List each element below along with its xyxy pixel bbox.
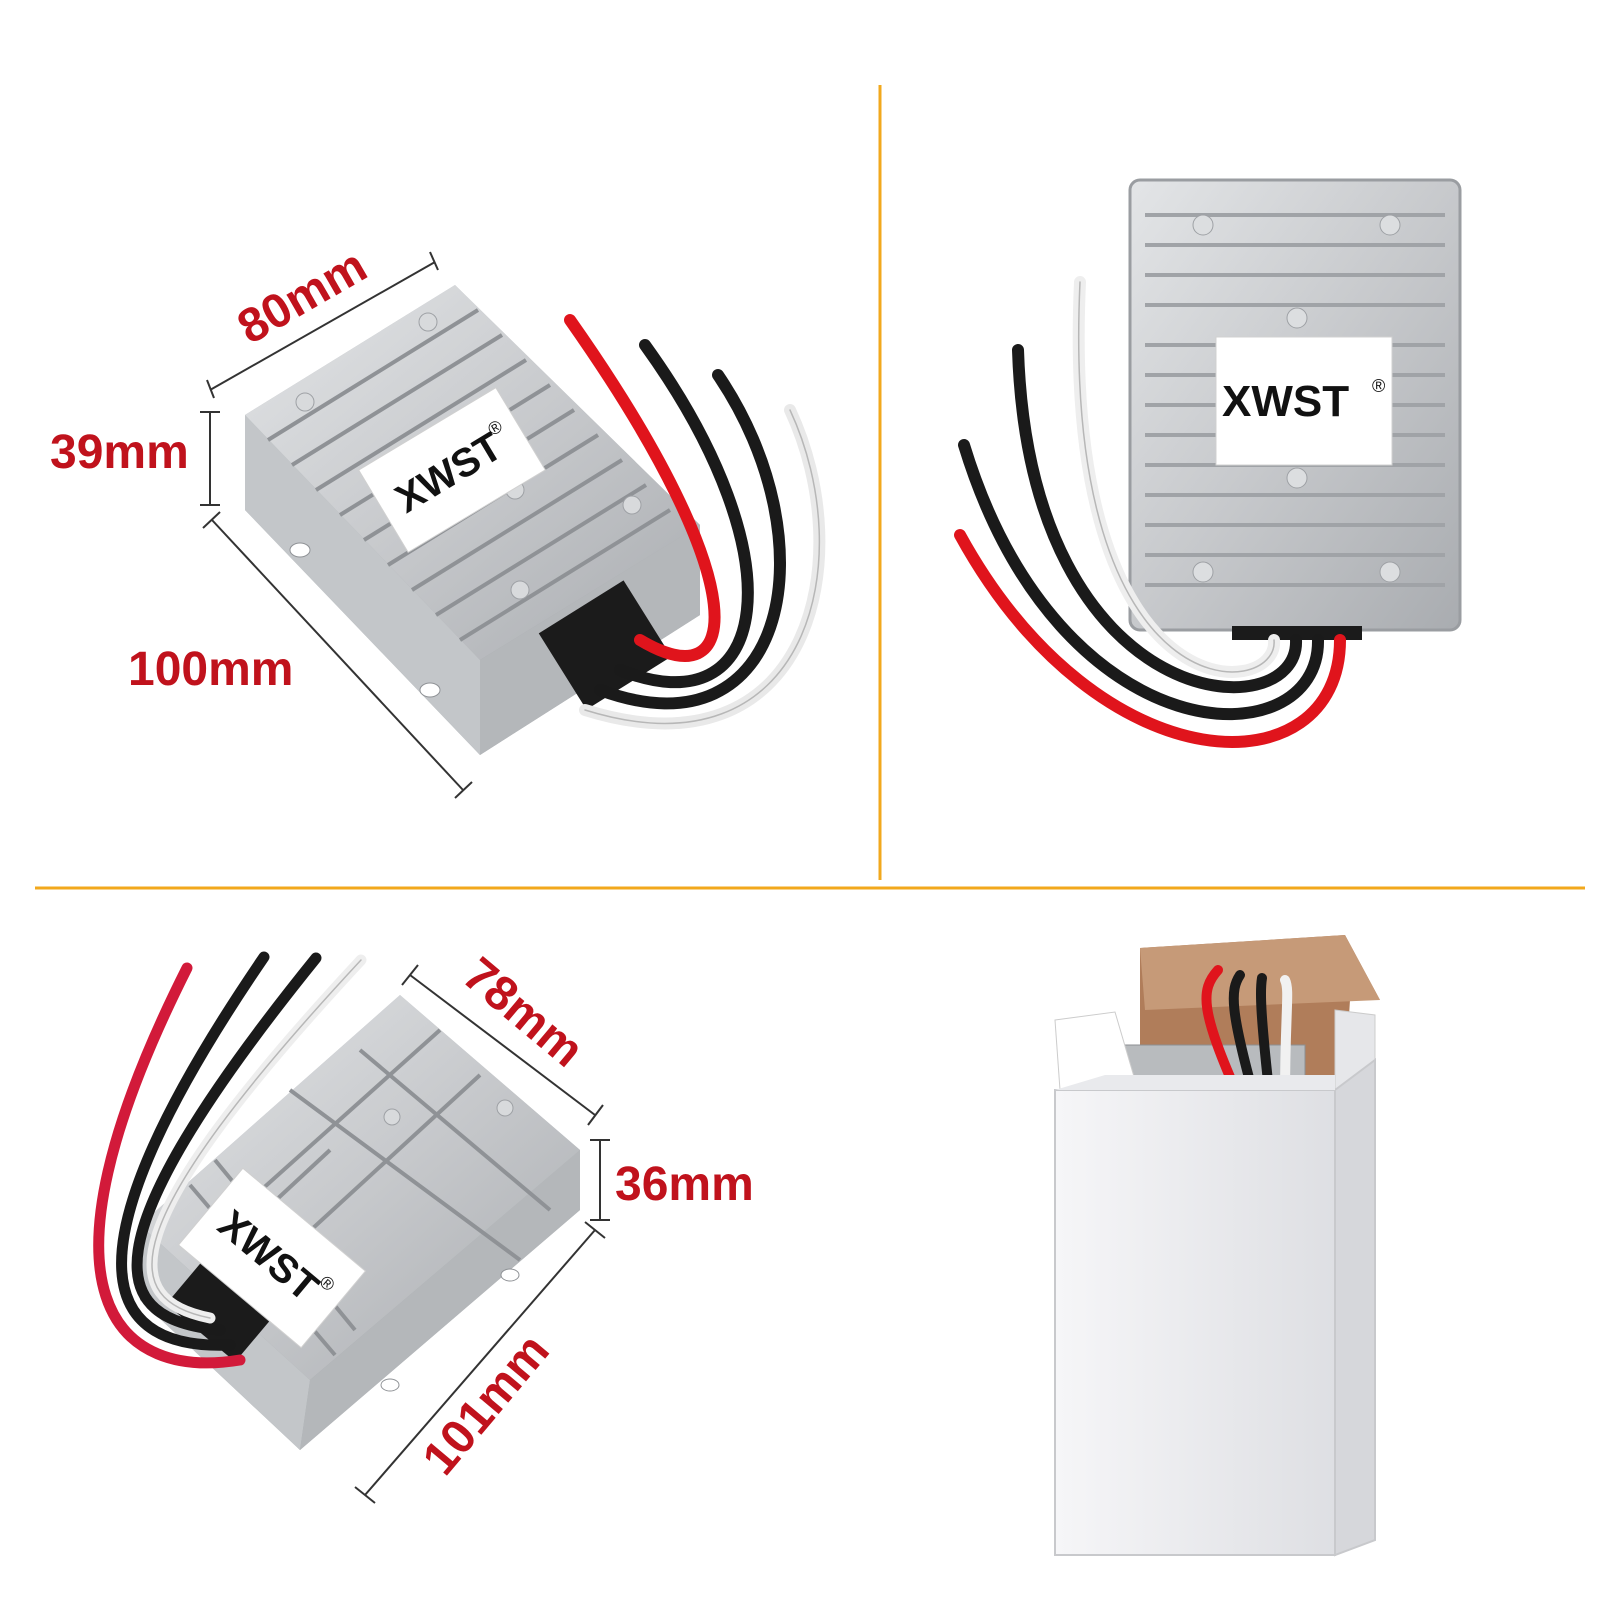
dimension-length-label: 101mm	[413, 1324, 560, 1485]
panel-bottom-right	[1054, 935, 1380, 1557]
brand-logo-text: XWST	[1222, 377, 1349, 426]
registered-mark: ®	[1372, 376, 1385, 396]
dimension-height-label: 36mm	[615, 1158, 754, 1211]
retail-box-icon	[1054, 935, 1380, 1557]
dimension-height-label: 39mm	[50, 426, 189, 479]
wire-leads-icon	[93, 951, 367, 1369]
wire-leads-icon	[564, 314, 826, 730]
aluminum-heatsink-housing-icon	[245, 285, 700, 755]
product-label-icon: XWST ®	[1215, 336, 1393, 466]
panel-top-left: 80mm 39mm 100mm	[50, 239, 826, 799]
panel-top-right: XWST ®	[954, 178, 1462, 748]
dimension-arrow-icon	[200, 251, 473, 799]
panel-bottom-left: 78mm 36mm 101mm XWST	[93, 948, 754, 1504]
product-label-icon: XWST ®	[177, 1167, 367, 1349]
dimension-arrow-icon	[354, 964, 610, 1504]
dimension-length-label: 100mm	[128, 643, 293, 696]
wire-leads-icon	[954, 276, 1346, 748]
dimension-width-label: 78mm	[453, 948, 593, 1078]
